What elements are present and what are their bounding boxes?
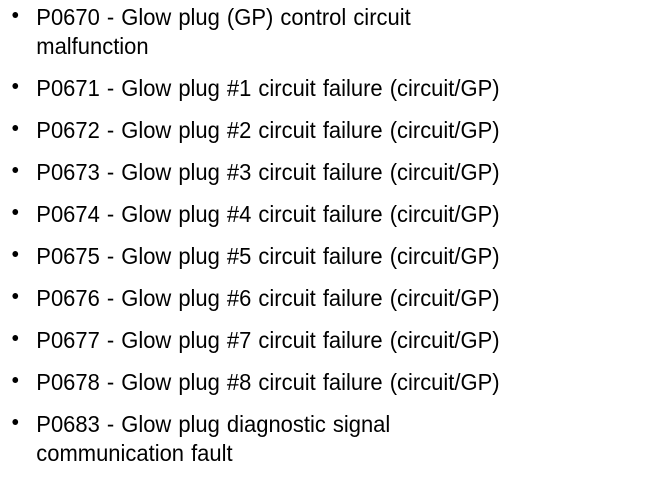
dtc-code-text: P0678 - Glow plug #8 circuit failure (ci… bbox=[36, 369, 500, 395]
bullet-dot-icon bbox=[12, 209, 19, 215]
bullet-dot-icon bbox=[12, 12, 19, 18]
dtc-code-text: P0670 - Glow plug (GP) control circuit m… bbox=[36, 4, 411, 59]
bullet-dot-icon bbox=[12, 419, 19, 425]
list-item: P0672 - Glow plug #2 circuit failure (ci… bbox=[0, 113, 642, 155]
list-item: P0677 - Glow plug #7 circuit failure (ci… bbox=[0, 323, 642, 365]
bullet-dot-icon bbox=[12, 251, 19, 257]
dtc-code-text: P0683 - Glow plug diagnostic signal comm… bbox=[36, 411, 391, 466]
dtc-code-text: P0676 - Glow plug #6 circuit failure (ci… bbox=[36, 285, 500, 311]
dtc-code-text: P0675 - Glow plug #5 circuit failure (ci… bbox=[36, 243, 500, 269]
list-item: P0678 - Glow plug #8 circuit failure (ci… bbox=[0, 365, 642, 407]
list-item: P0671 - Glow plug #1 circuit failure (ci… bbox=[0, 71, 642, 113]
bullet-dot-icon bbox=[12, 167, 19, 173]
list-item: P0675 - Glow plug #5 circuit failure (ci… bbox=[0, 239, 642, 281]
dtc-code-text: P0677 - Glow plug #7 circuit failure (ci… bbox=[36, 327, 500, 353]
dtc-code-text: P0673 - Glow plug #3 circuit failure (ci… bbox=[36, 159, 500, 185]
list-item: P0674 - Glow plug #4 circuit failure (ci… bbox=[0, 197, 642, 239]
list-item: P0676 - Glow plug #6 circuit failure (ci… bbox=[0, 281, 642, 323]
dtc-code-text: P0672 - Glow plug #2 circuit failure (ci… bbox=[36, 117, 500, 143]
bullet-dot-icon bbox=[12, 293, 19, 299]
list-item: P0673 - Glow plug #3 circuit failure (ci… bbox=[0, 155, 642, 197]
dtc-code-text: P0671 - Glow plug #1 circuit failure (ci… bbox=[36, 75, 500, 101]
bullet-dot-icon bbox=[12, 83, 19, 89]
list-item: P0683 - Glow plug diagnostic signal comm… bbox=[0, 407, 642, 478]
dtc-code-text: P0674 - Glow plug #4 circuit failure (ci… bbox=[36, 201, 500, 227]
bullet-dot-icon bbox=[12, 377, 19, 383]
bullet-dot-icon bbox=[12, 125, 19, 131]
list-item: P0670 - Glow plug (GP) control circuit m… bbox=[0, 0, 642, 71]
bullet-dot-icon bbox=[12, 335, 19, 341]
